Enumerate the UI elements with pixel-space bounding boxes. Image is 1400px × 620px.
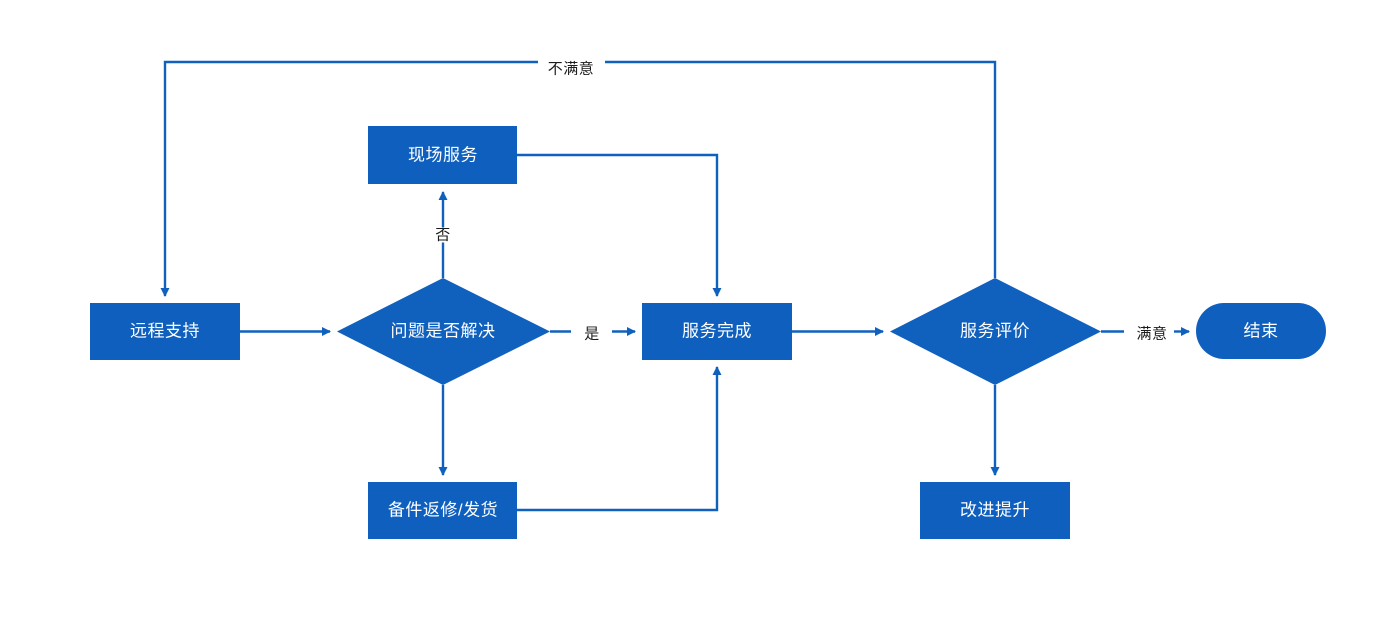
edge-evaluation-to-remote-left[interactable]: [160, 60, 538, 297]
node-shape-spare-parts-repair[interactable]: [368, 482, 517, 539]
node-shape-service-complete[interactable]: [642, 303, 792, 360]
edge-label-satisfied: 满意: [1132, 326, 1172, 342]
edge-label-dissatisfied: 不满意: [543, 61, 599, 77]
edge-lines: [160, 60, 1190, 512]
edge-evaluation-to-remote-right[interactable]: [605, 60, 997, 278]
node-shape-remote-support[interactable]: [90, 303, 240, 360]
edge-onsite-to-complete[interactable]: [517, 153, 722, 297]
edge-spareparts-to-complete[interactable]: [517, 366, 722, 512]
node-shape-service-evaluation[interactable]: [890, 278, 1101, 385]
node-shape-improvement[interactable]: [920, 482, 1070, 539]
node-shape-end[interactable]: [1196, 303, 1326, 359]
edge-label-yes: 是: [580, 326, 604, 342]
node-shape-onsite-service[interactable]: [368, 126, 517, 184]
edge-label-no: 否: [431, 227, 455, 243]
node-shape-problem-resolved[interactable]: [337, 278, 550, 385]
node-shapes: [90, 126, 1326, 539]
